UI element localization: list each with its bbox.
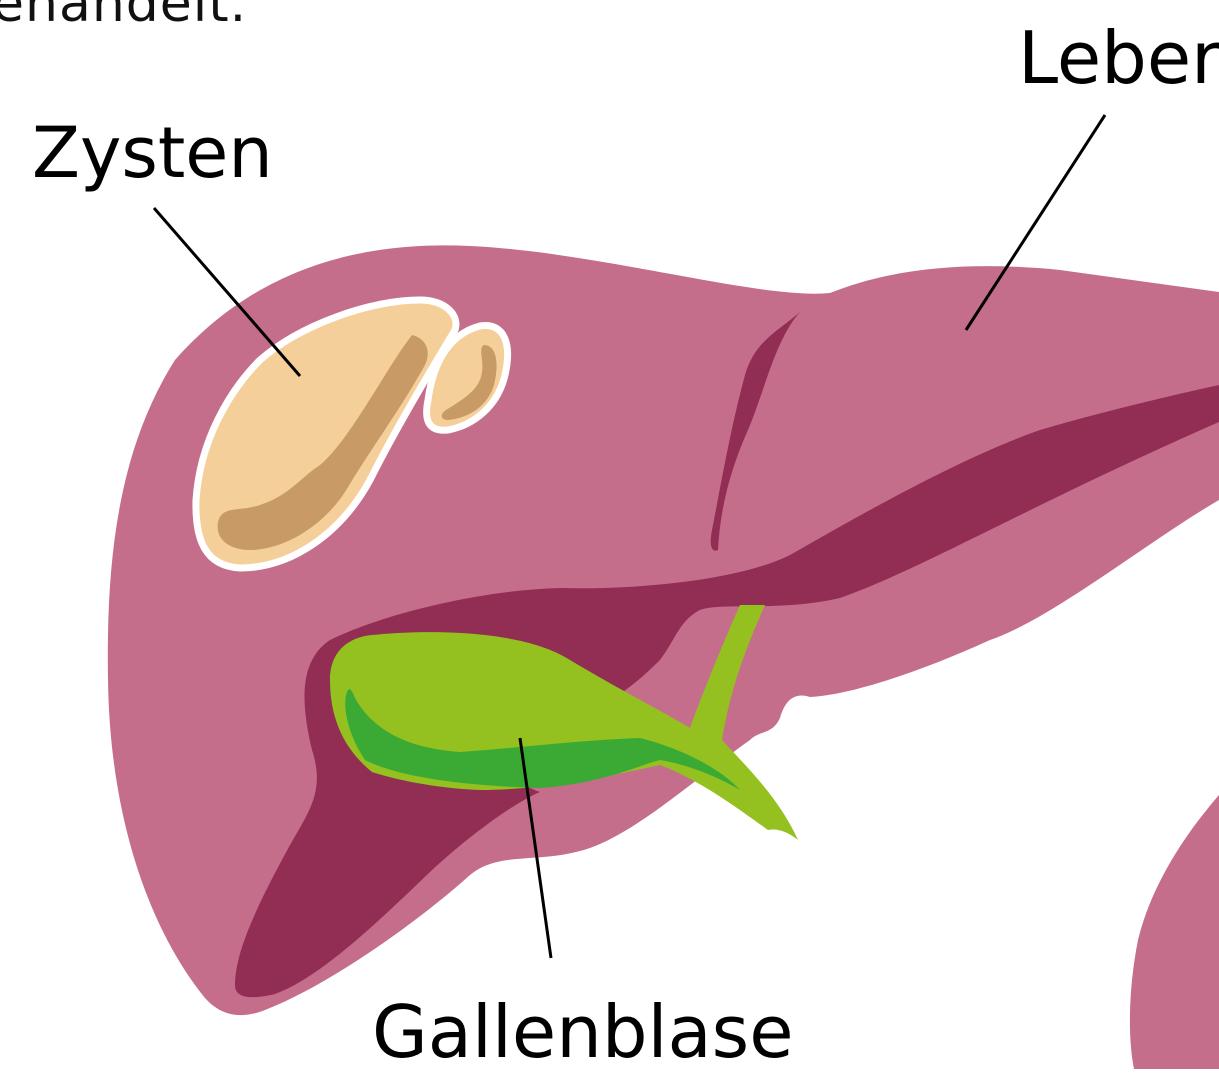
adjacent-organ-shape [1130, 795, 1219, 1069]
label-gallenblase: Gallenblase [372, 996, 794, 1068]
cut-off-caption-text: ehandelt. [0, 0, 247, 30]
label-zysten: Zysten [32, 118, 273, 188]
label-leber: Leber [1018, 22, 1219, 94]
